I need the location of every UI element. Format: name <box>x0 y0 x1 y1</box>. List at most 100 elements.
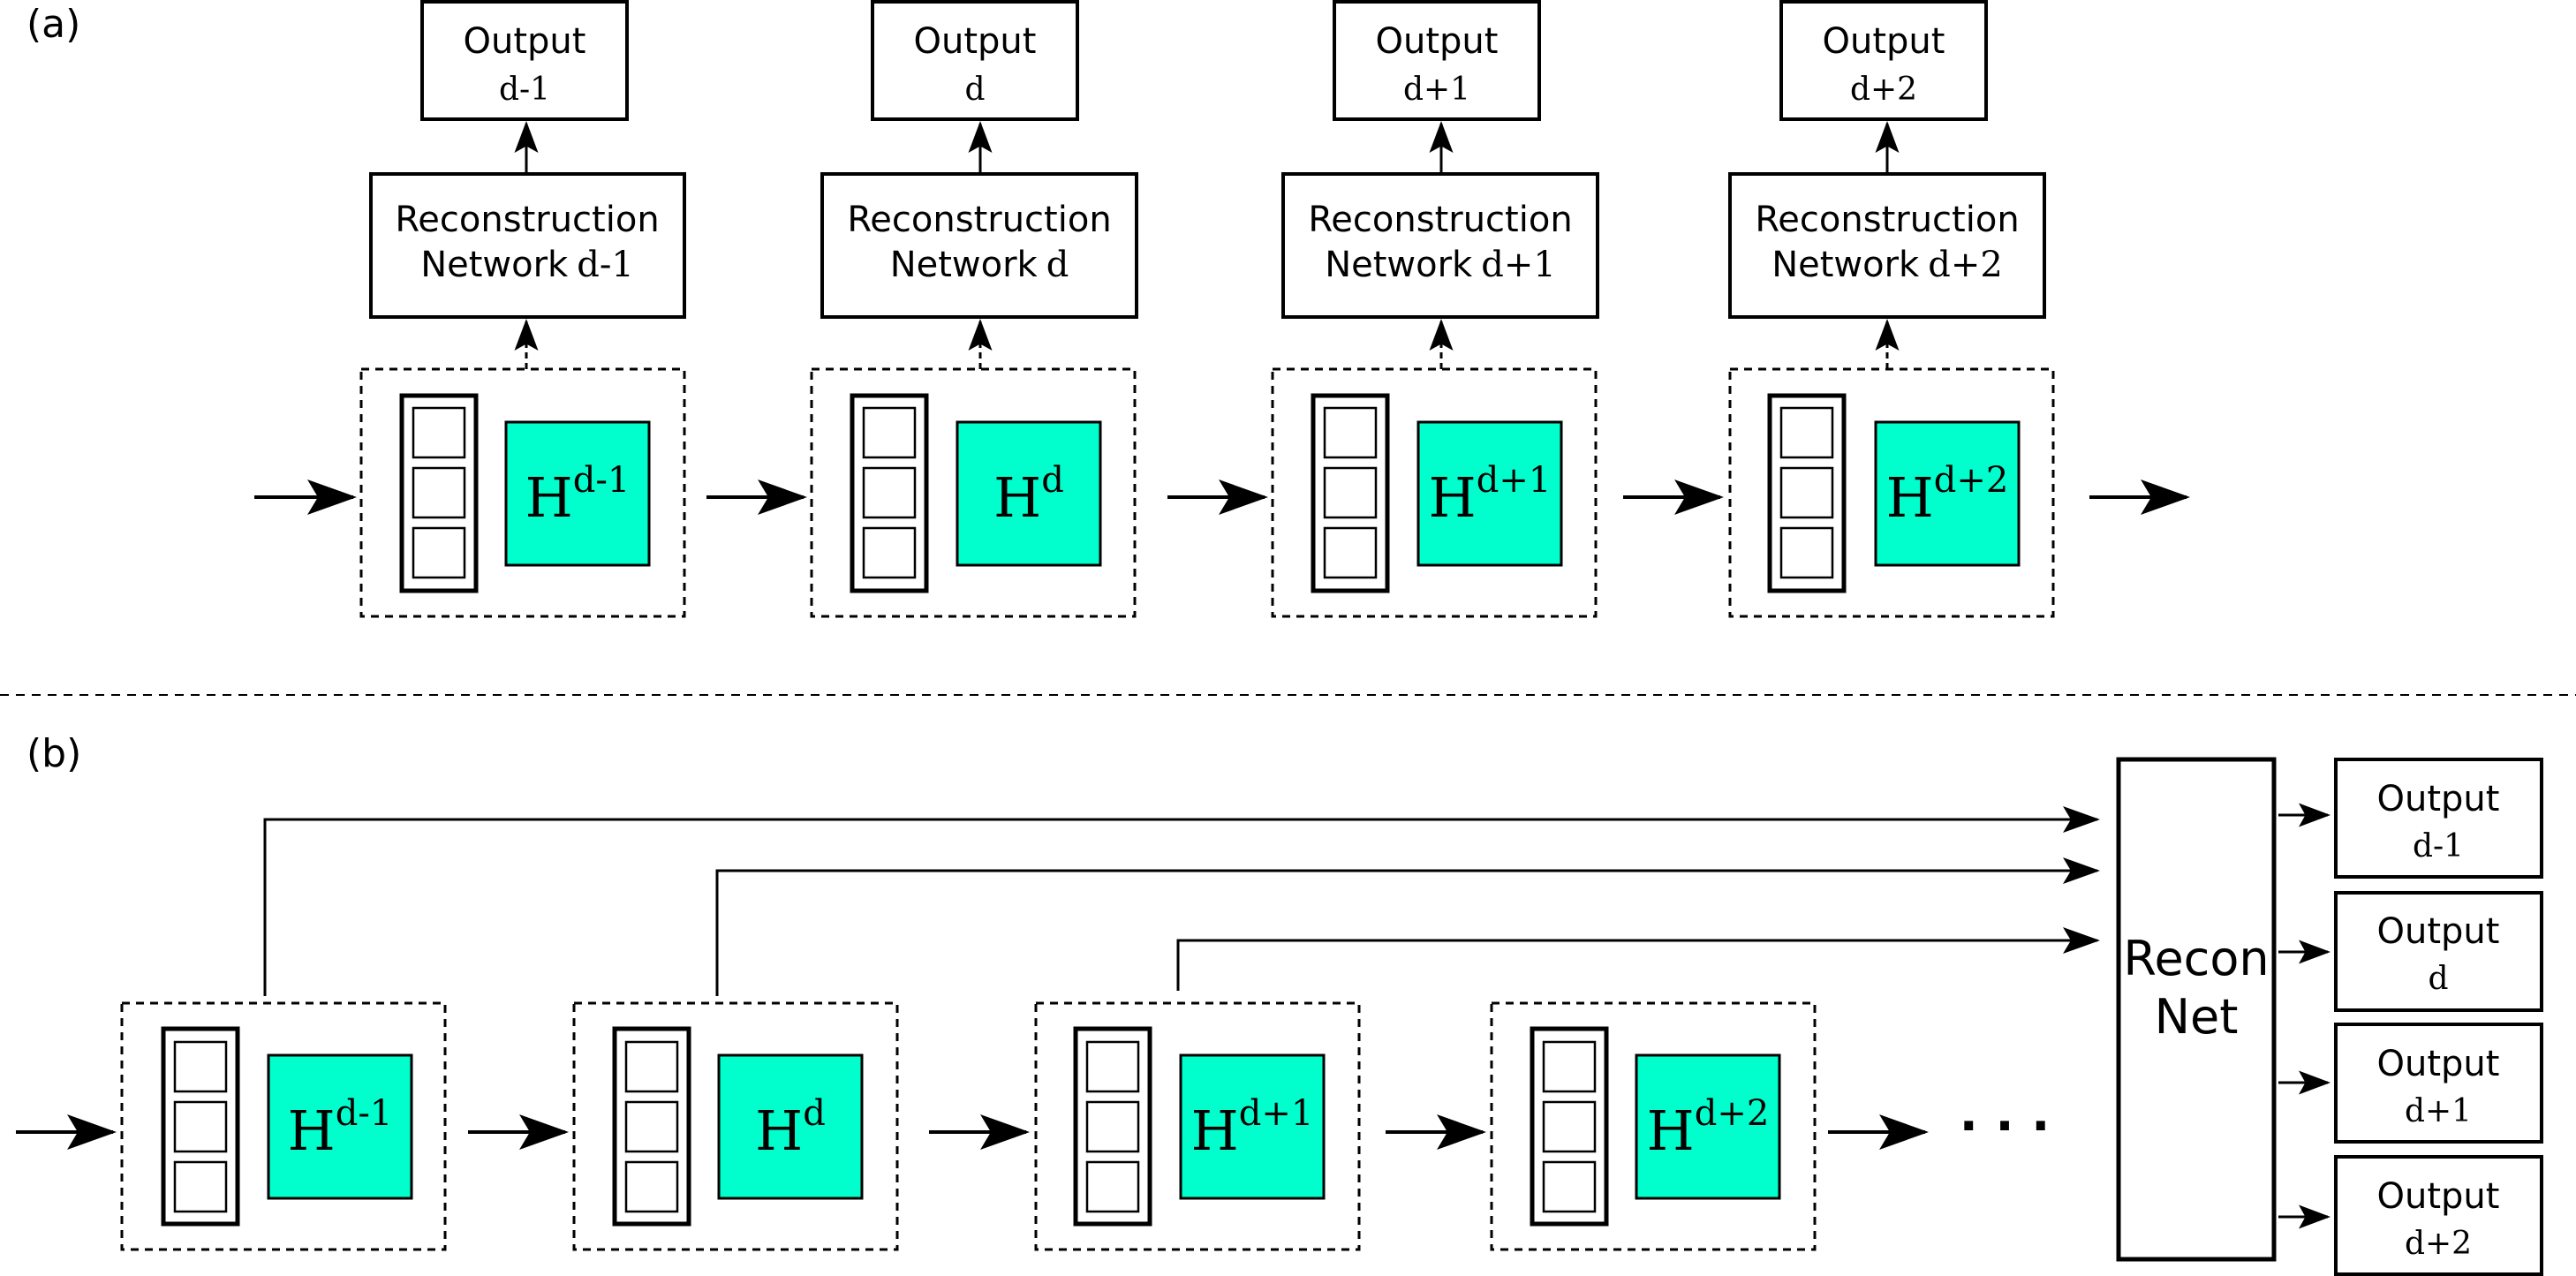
output-box <box>2334 758 2543 879</box>
reconstruction-network-box <box>1281 172 1599 319</box>
output-label: Output <box>1376 21 1499 62</box>
h-base: H <box>1429 465 1477 530</box>
hidden-state-label: Hd+2 <box>1647 1093 1770 1163</box>
output-label: Output <box>464 21 586 62</box>
cell <box>1323 466 1378 519</box>
network-word: Network <box>1771 245 1920 285</box>
h-base: H <box>525 465 573 530</box>
panel-b-output: Output d+2 <box>2334 1155 2543 1276</box>
hidden-state-label: Hd+1 <box>1429 460 1552 530</box>
hidden-state-box <box>956 420 1102 567</box>
network-index: d+2 <box>1928 245 2003 285</box>
hidden-state-box <box>1635 1053 1781 1200</box>
block-container <box>1490 1001 1817 1251</box>
output-box <box>2334 891 2543 1012</box>
cell <box>1542 1160 1597 1213</box>
h-superscript: d+1 <box>1477 460 1552 501</box>
h-superscript: d+2 <box>1934 460 2009 501</box>
panel-b-block: Hd <box>572 1001 899 1251</box>
h-base: H <box>755 1099 803 1163</box>
h-superscript: d-1 <box>336 1093 393 1134</box>
hidden-state-label: Hd+2 <box>1886 460 2009 530</box>
cell <box>412 406 466 459</box>
cell <box>1779 526 1834 579</box>
cell <box>624 1040 679 1093</box>
cell <box>412 526 466 579</box>
network-word: Network <box>890 245 1039 285</box>
cell <box>624 1160 679 1213</box>
block-container <box>1728 367 2055 618</box>
cell <box>1779 406 1834 459</box>
cell <box>862 526 917 579</box>
cell <box>862 466 917 519</box>
h-base: H <box>1886 465 1934 530</box>
hidden-state-box <box>1179 1053 1326 1200</box>
output-label: Output <box>2377 911 2500 952</box>
cell <box>173 1040 228 1093</box>
network-index: d <box>1046 245 1069 285</box>
hidden-state-box <box>267 1053 413 1200</box>
block-container <box>810 367 1137 618</box>
skip-connection-arrow <box>715 857 2100 996</box>
output-box <box>420 0 629 121</box>
cell <box>1779 466 1834 519</box>
block-container <box>120 1001 447 1251</box>
skip-connection-arrow <box>263 806 2100 996</box>
network-word: Network <box>420 245 569 285</box>
cell <box>173 1100 228 1153</box>
hidden-state-label: Hd-1 <box>525 460 631 530</box>
cell <box>1323 406 1378 459</box>
output-label: Output <box>2377 1044 2500 1084</box>
output-index: d-1 <box>2413 828 2464 865</box>
reconstruction-label: Reconstruction <box>847 200 1111 240</box>
output-index: d <box>964 72 985 108</box>
hidden-state-label: Hd-1 <box>288 1093 393 1163</box>
output-index: d+1 <box>2405 1093 2472 1129</box>
panel-b-block: Hd-1 <box>120 1001 447 1251</box>
h-superscript: d+2 <box>1695 1093 1770 1134</box>
skip-connection-arrow <box>1176 927 2100 991</box>
panel-b-output: Output d+1 <box>2334 1023 2543 1144</box>
h-base: H <box>1191 1099 1239 1163</box>
output-box <box>2334 1023 2543 1144</box>
cell <box>1085 1040 1140 1093</box>
output-label: Output <box>914 21 1037 62</box>
cell <box>173 1160 228 1213</box>
ellipsis: · · · <box>1960 1098 2051 1155</box>
cell <box>1542 1040 1597 1093</box>
h-base: H <box>288 1099 336 1163</box>
hidden-state-box <box>1416 420 1563 567</box>
panel-b-label: (b) <box>26 731 81 776</box>
panel-b-output: Output d <box>2334 891 2543 1012</box>
panel-a-label: (a) <box>26 2 80 47</box>
output-index: d+2 <box>1850 72 1917 108</box>
recon-net-label-line1: Recon <box>2123 931 2269 986</box>
output-index: d+2 <box>2405 1226 2472 1262</box>
h-superscript: d <box>803 1093 826 1134</box>
output-index: d+1 <box>1403 72 1470 108</box>
hidden-state-box <box>1874 420 2021 567</box>
block-container <box>1034 1001 1361 1251</box>
output-label: Output <box>2377 1176 2500 1217</box>
hidden-state-label: Hd <box>755 1093 826 1163</box>
output-index: d <box>2428 961 2448 997</box>
output-box <box>2334 1155 2543 1276</box>
cell <box>412 466 466 519</box>
reconstruction-label: Reconstruction <box>395 200 659 240</box>
h-superscript: d <box>1041 460 1064 501</box>
h-superscript: d+1 <box>1239 1093 1314 1134</box>
cell <box>624 1100 679 1153</box>
output-label: Output <box>2377 779 2500 819</box>
cell <box>1542 1100 1597 1153</box>
output-box <box>1333 0 1541 121</box>
cell <box>1085 1100 1140 1153</box>
reconstruction-network-box <box>820 172 1138 319</box>
panel-b-block: Hd+2 <box>1490 1001 1817 1251</box>
h-base: H <box>1647 1099 1695 1163</box>
